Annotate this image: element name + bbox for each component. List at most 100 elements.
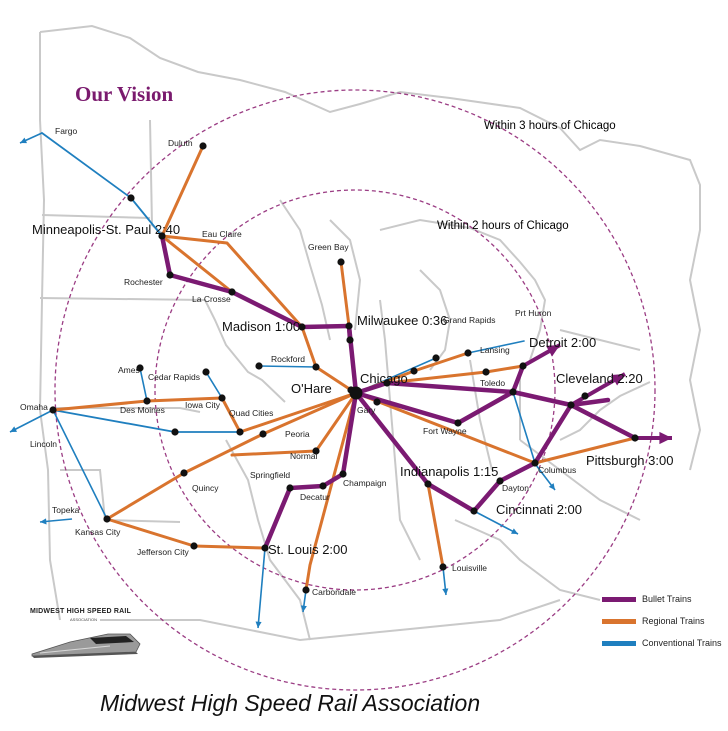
city-label-porthuron: Prt Huron [515, 308, 552, 318]
city-label-chicago: Chicago [360, 371, 408, 386]
city-dot-cincinnati [470, 507, 478, 515]
city-label-desmoines: Des Moines [120, 405, 165, 415]
city-dot-ilmid [259, 430, 267, 438]
city-label-indianapolis: Indianapolis 1:15 [400, 464, 498, 479]
city-label-normal: Normal [290, 451, 318, 461]
route-bullet-detroit [353, 363, 526, 396]
city-label-detroit: Detroit 2:00 [529, 335, 596, 350]
route-minneapolis-lacrosse [160, 234, 234, 294]
city-dot-detroit [519, 362, 527, 370]
city-dot-grandrapids [432, 354, 440, 362]
legend-label-regional: Regional Trains [642, 616, 705, 626]
high-speed-train-icon [31, 633, 141, 658]
city-label-columbus: Columbus [538, 465, 576, 475]
city-dot-gary [373, 398, 381, 406]
route-bullet-cincinnati [353, 390, 574, 514]
arrow-cincinnati-arrowhead [511, 528, 518, 534]
route-ames [139, 367, 148, 402]
city-dot-iowacity [218, 394, 226, 402]
route-bullet-cleveland-east [568, 397, 611, 408]
route-porthuron [467, 340, 525, 354]
city-dot-stlouis [261, 544, 269, 552]
association-logo: MIDWEST HIGH SPEED RAIL ASSOCIATION [30, 608, 142, 658]
footer-caption: Midwest High Speed Rail Association [100, 690, 481, 716]
city-label-fortwayne: Fort Wayne [423, 426, 467, 436]
city-dot-champaign [339, 470, 347, 478]
city-label-peoria: Peoria [285, 429, 310, 439]
city-label-dayton: Dayton [502, 483, 529, 493]
city-label-grandrapids: Grand Rapids [443, 315, 495, 325]
legend-swatch-regional [602, 619, 636, 624]
arrow-fargo-west-arrowhead [20, 137, 27, 144]
legend-item-regional: Regional Trains [598, 614, 723, 636]
arrow-columbus-arrowhead [548, 483, 555, 490]
logo-subtitle: ASSOCIATION [70, 617, 98, 622]
city-dot-omaha [49, 406, 57, 414]
city-dot-kansascity [103, 515, 111, 523]
city-dot-rockford [312, 363, 320, 371]
route-carbondale [304, 391, 358, 592]
city-dot-decatur [319, 482, 327, 490]
city-dot-rk2 [255, 362, 263, 370]
city-label-jeffersoncity: Jefferson City [137, 547, 190, 557]
route-minneapolis-duluth [160, 144, 205, 238]
legend-label-bullet: Bullet Trains [642, 594, 692, 604]
city-label-stlouis: St. Louis 2:00 [268, 542, 348, 557]
city-label-champaign: Champaign [343, 478, 387, 488]
route-omaha-kansascity [52, 409, 108, 520]
city-label-iowacity: Iowa City [185, 400, 221, 410]
route-kansascity-chicago [105, 391, 358, 521]
logo-name: MIDWEST HIGH SPEED RAIL [30, 608, 132, 615]
arrow-detroit-arrowhead [546, 345, 560, 357]
city-dot-carbondale [302, 586, 310, 594]
city-label-fargo: Fargo [55, 126, 77, 136]
city-dot-quincy [180, 469, 188, 477]
city-label-quadcities: Quad Cities [229, 408, 273, 418]
city-dot-out1 [581, 392, 589, 400]
city-dot-toledo [509, 388, 517, 396]
city-label-ohare: O'Hare [291, 381, 332, 396]
two-hour-ring-label: Within 2 hours of Chicago [437, 220, 569, 232]
route-greenbay-milwaukee [339, 260, 351, 328]
city-label-milwaukee: Milwaukee 0:36 [357, 313, 447, 328]
city-label-ames: Ames [118, 365, 140, 375]
three-hour-ring-label: Within 3 hours of Chicago [484, 120, 616, 132]
city-dot-ames [136, 364, 144, 372]
route-louisville [426, 482, 445, 569]
city-dot-pittsburgh [631, 434, 639, 442]
city-label-omaha: Omaha [20, 402, 48, 412]
city-dot-madison [298, 323, 306, 331]
city-label-gary: Gary [357, 405, 376, 415]
city-dot-dt4 [482, 368, 490, 376]
arrow-carbondale-arrowhead [300, 605, 307, 612]
city-dot-duluth [199, 142, 207, 150]
city-dot-cleveland [567, 401, 575, 409]
city-dot-q2 [171, 428, 179, 436]
city-dot-fortwayne [454, 419, 462, 427]
route-rockford-west [258, 365, 317, 368]
city-dot-quadcities [236, 428, 244, 436]
city-dot-desmoines [143, 397, 151, 405]
city-label-topeka: Topeka [52, 505, 80, 515]
city-label-toledo: Toledo [480, 378, 505, 388]
city-dot-mkc [346, 336, 354, 344]
city-dot-lansing [464, 349, 472, 357]
city-dot-msp2 [127, 194, 135, 202]
arrow-lincoln-line [9, 409, 54, 433]
city-dot-chicago-hub [349, 386, 363, 400]
minor-city-labels: Fargo Duluth Eau Claire Green Bay Roches… [20, 126, 576, 597]
major-city-labels: Minneapolis-St. Paul 2:40 Madison 1:00 M… [32, 222, 673, 557]
city-label-rockford: Rockford [271, 354, 305, 364]
city-label-lacrosse: La Crosse [192, 294, 231, 304]
city-label-louisville: Louisville [452, 563, 487, 573]
route-kansascity-stlouis [105, 517, 267, 550]
city-label-carbondale: Carbondale [312, 587, 356, 597]
city-dot-peoria [312, 447, 320, 455]
bullet-train-routes [159, 233, 672, 551]
city-label-springfield: Springfield [250, 470, 290, 480]
city-dot-greenbay [337, 258, 345, 266]
city-dot-louisville [439, 563, 447, 571]
city-label-cedarrapids: Cedar Rapids [148, 372, 200, 382]
arrow-south-stlouis-line [257, 547, 266, 629]
legend-swatch-conventional [602, 641, 636, 646]
